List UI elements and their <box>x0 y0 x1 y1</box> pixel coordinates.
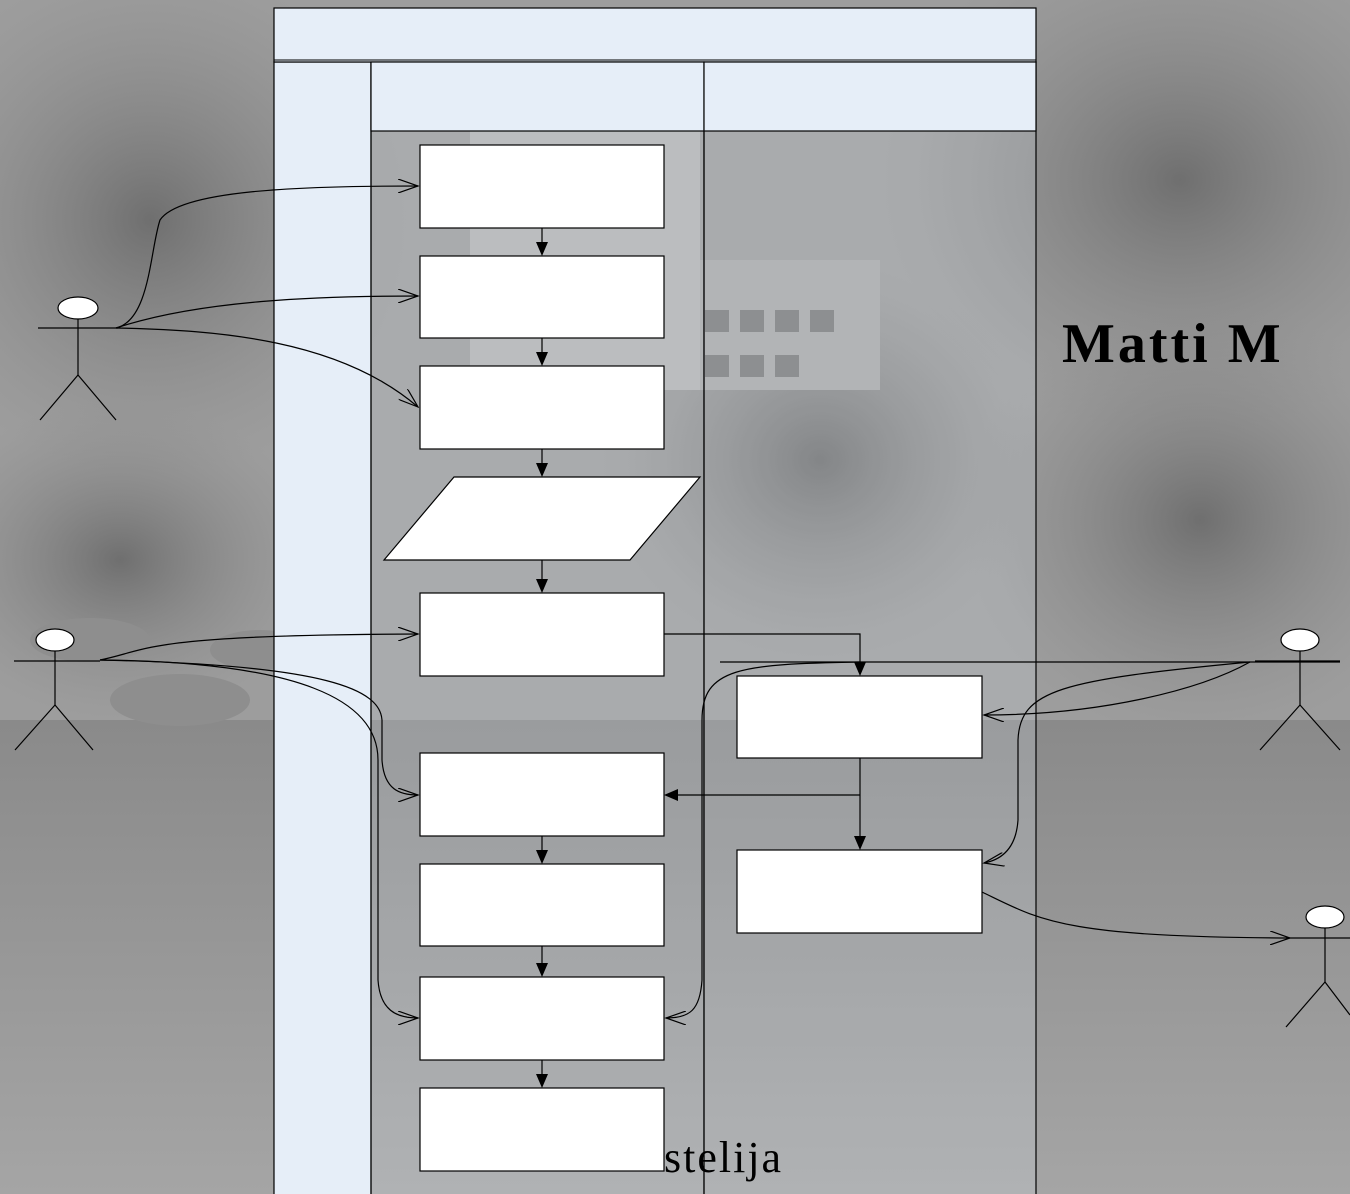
actor-link <box>99 659 418 795</box>
actor-link <box>99 659 418 1018</box>
lane-b-header <box>703 61 1037 132</box>
flow-arrow <box>664 633 866 676</box>
actor-link <box>984 661 1251 863</box>
activity-box-9 <box>419 1087 665 1172</box>
activity-box-b1 <box>736 675 983 759</box>
activity-box-8 <box>419 976 665 1061</box>
footer-text-fragment: stelija <box>664 1133 784 1182</box>
actor-right-bottom <box>1285 905 1350 1028</box>
actor-link <box>984 661 1251 715</box>
actor-link <box>666 661 861 1018</box>
actor-link <box>115 296 418 329</box>
actor-link <box>99 634 418 661</box>
activity-box-1 <box>419 144 665 229</box>
actor-left-top <box>38 296 118 421</box>
activity-box-b2 <box>736 849 983 934</box>
actor-link <box>115 327 418 407</box>
activity-box-3 <box>419 365 665 450</box>
activity-box-7 <box>419 863 665 947</box>
left-lane-column <box>273 61 372 1194</box>
activity-box-6 <box>419 752 665 837</box>
actor-right-top <box>1255 628 1341 751</box>
actor-link <box>115 186 418 329</box>
data-parallelogram <box>382 476 702 561</box>
lane-a-header <box>370 61 705 132</box>
activity-box-5 <box>419 592 665 677</box>
top-header <box>273 7 1037 63</box>
actor-left-bottom <box>14 628 100 751</box>
author-name-title: Matti M <box>1062 313 1284 375</box>
lane-b <box>703 61 1037 1194</box>
activity-box-2 <box>419 255 665 339</box>
actor-link <box>981 891 1290 938</box>
